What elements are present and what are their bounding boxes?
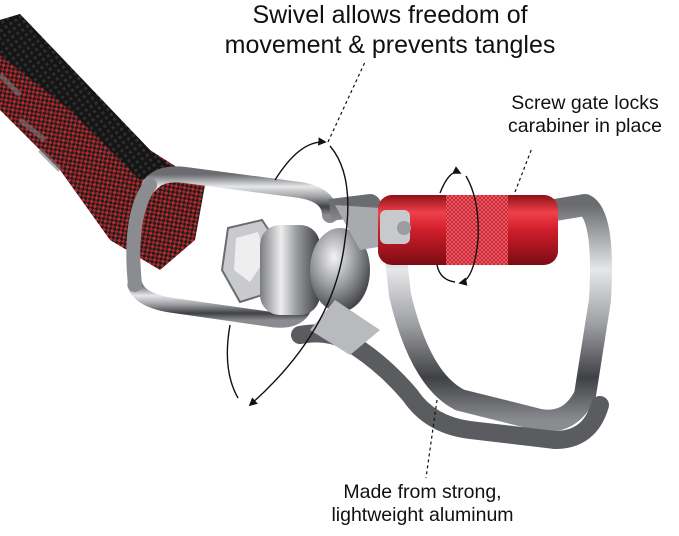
screw-gate-caption-line2: carabiner in place — [508, 115, 662, 138]
swivel-caption: Swivel allows freedom of movement & prev… — [200, 0, 580, 60]
material-caption: Made from strong, lightweight aluminum — [300, 481, 545, 528]
gate-rotation-arrow-icon — [436, 147, 533, 286]
swivel-caption-line1: Swivel allows freedom of — [252, 1, 528, 29]
material-leader-line — [425, 399, 438, 479]
material-caption-line1: Made from strong, — [343, 481, 502, 503]
webbing-strap — [0, 14, 205, 270]
material-caption-line2: lightweight aluminum — [331, 504, 514, 527]
screw-gate-caption: Screw gate locks carabiner in place — [487, 92, 679, 139]
carabiner-body — [291, 194, 612, 450]
screw-gate-caption-line1: Screw gate locks — [511, 92, 659, 114]
screw-gate-sleeve — [378, 195, 558, 265]
swivel-caption-line2: movement & prevents tangles — [224, 31, 556, 59]
swivel-rotation-arrow-icon — [226, 61, 366, 407]
swivel-barrel — [220, 218, 370, 315]
